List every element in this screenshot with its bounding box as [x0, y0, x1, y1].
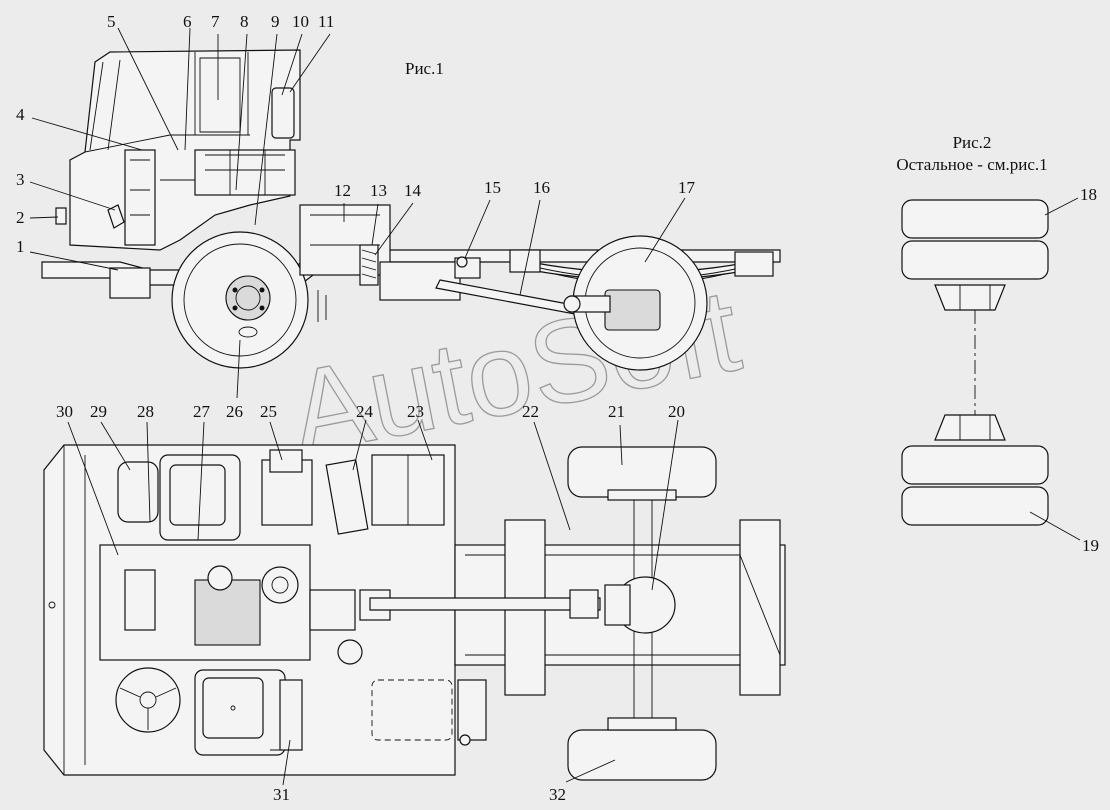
callout-20: 20	[668, 402, 685, 421]
callout-6: 6	[183, 12, 192, 31]
callout-30: 30	[56, 402, 73, 421]
steering-wheel	[115, 667, 181, 733]
tank-dashed	[371, 679, 453, 741]
callout-27: 27	[193, 402, 211, 421]
callout-31: 31	[273, 785, 290, 804]
fig1-top-view	[43, 444, 786, 781]
front-wheel	[171, 231, 309, 369]
callout-14: 14	[404, 181, 422, 200]
callout-21: 21	[608, 402, 625, 421]
callout-11: 11	[318, 12, 334, 31]
callout-28: 28	[137, 402, 154, 421]
spring-hanger	[509, 249, 541, 273]
callout-16: 16	[533, 178, 550, 197]
rear-tire-bottom	[567, 729, 717, 781]
rear-cross-member	[739, 519, 781, 696]
air-cleaner	[117, 461, 159, 523]
callout-8: 8	[240, 12, 249, 31]
dual-tire-inner-top	[901, 240, 1049, 280]
callout-2: 2	[16, 208, 25, 227]
callout-22: 22	[522, 402, 539, 421]
callout-5: 5	[107, 12, 116, 31]
caption-fig2-note: Остальное - см.рис.1	[896, 155, 1047, 174]
dual-tire-outer-top	[901, 199, 1049, 239]
callout-19: 19	[1082, 536, 1099, 555]
clutch-booster	[337, 639, 363, 665]
fig2-dual-wheels	[901, 199, 1049, 526]
seat-block	[194, 149, 296, 196]
dual-tire-inner-bottom	[901, 445, 1049, 485]
step	[457, 679, 487, 741]
component-24	[325, 459, 369, 535]
callout-25: 25	[260, 402, 277, 421]
clutch-housing	[359, 244, 379, 286]
driveshaft-plan	[369, 597, 601, 611]
callout-7: 7	[211, 12, 220, 31]
callout-29: 29	[90, 402, 107, 421]
callout-32: 32	[549, 785, 566, 804]
front-bracket	[109, 267, 151, 299]
caption-fig2: Рис.2	[953, 133, 992, 152]
engine-block	[194, 579, 261, 646]
callout-9: 9	[271, 12, 280, 31]
callout-1: 1	[16, 237, 25, 256]
callout-15: 15	[484, 178, 501, 197]
steering-column	[124, 149, 156, 246]
callouts: 1 2 3 4 5 6 7 8 9 10 11 12 13 14 15 16 1…	[16, 12, 1099, 804]
battery	[124, 569, 156, 631]
turbo	[261, 566, 299, 604]
leader-lines	[29, 27, 1081, 786]
dual-tire-outer-bottom	[901, 486, 1049, 526]
callout-13: 13	[370, 181, 387, 200]
callout-18: 18	[1080, 185, 1097, 204]
gearbox-plan	[309, 589, 356, 631]
callout-4: 4	[16, 105, 25, 124]
callout-26: 26	[226, 402, 243, 421]
headlight	[55, 207, 67, 225]
callout-12: 12	[334, 181, 351, 200]
callout-3: 3	[16, 170, 25, 189]
air-filter	[271, 87, 295, 139]
hub-top	[934, 284, 1006, 311]
callout-17: 17	[678, 178, 696, 197]
callout-23: 23	[407, 402, 424, 421]
callout-10: 10	[292, 12, 309, 31]
callout-24: 24	[356, 402, 374, 421]
hub-bottom	[934, 414, 1006, 441]
mirror	[107, 204, 125, 229]
rear-wheel	[563, 235, 708, 371]
spring-shackle	[734, 251, 774, 277]
caption-fig1: Рис.1	[405, 59, 444, 78]
